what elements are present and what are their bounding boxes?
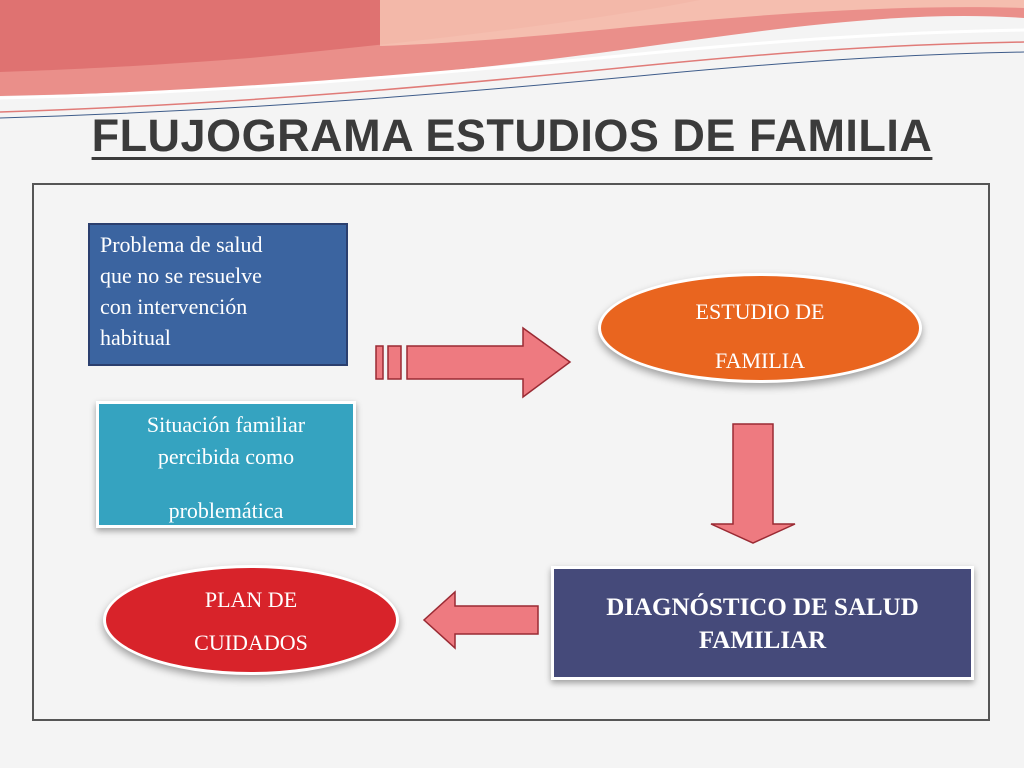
node-text-line: percibida como [157, 444, 295, 469]
node-text-line: CUIDADOS [194, 630, 308, 655]
node-problema-de-salud: Problema de salud que no se resuelve con… [88, 223, 348, 366]
node-situacion-familiar: Situación familiar percibida como proble… [96, 401, 356, 528]
node-plan-de-cuidados: PLAN DE CUIDADOS [103, 565, 399, 675]
node-text-line: FAMILIAR [698, 627, 827, 654]
node-diagnostico-de-salud-familiar: DIAGNÓSTICO DE SALUD FAMILIAR [551, 566, 974, 680]
slide-title: FLUJOGRAMA ESTUDIOS DE FAMILIA [91, 110, 933, 161]
diagram-frame [32, 183, 990, 721]
node-text-line: PLAN DE [204, 587, 298, 612]
node-estudio-de-familia: ESTUDIO DE FAMILIA [598, 273, 922, 383]
node-text-line: DIAGNÓSTICO DE SALUD [606, 594, 919, 621]
node-text-line: problemática [168, 498, 284, 523]
node-text-line: habitual [100, 325, 171, 350]
node-text-line: ESTUDIO DE [695, 299, 825, 324]
node-text-line: que no se resuelve [100, 263, 262, 288]
header-wave-decoration [0, 0, 1024, 119]
node-text-line: Situación familiar [146, 412, 306, 437]
node-text-line: con intervención [100, 294, 248, 319]
node-text-line: Problema de salud [100, 232, 263, 257]
node-text-line: FAMILIA [714, 348, 806, 373]
